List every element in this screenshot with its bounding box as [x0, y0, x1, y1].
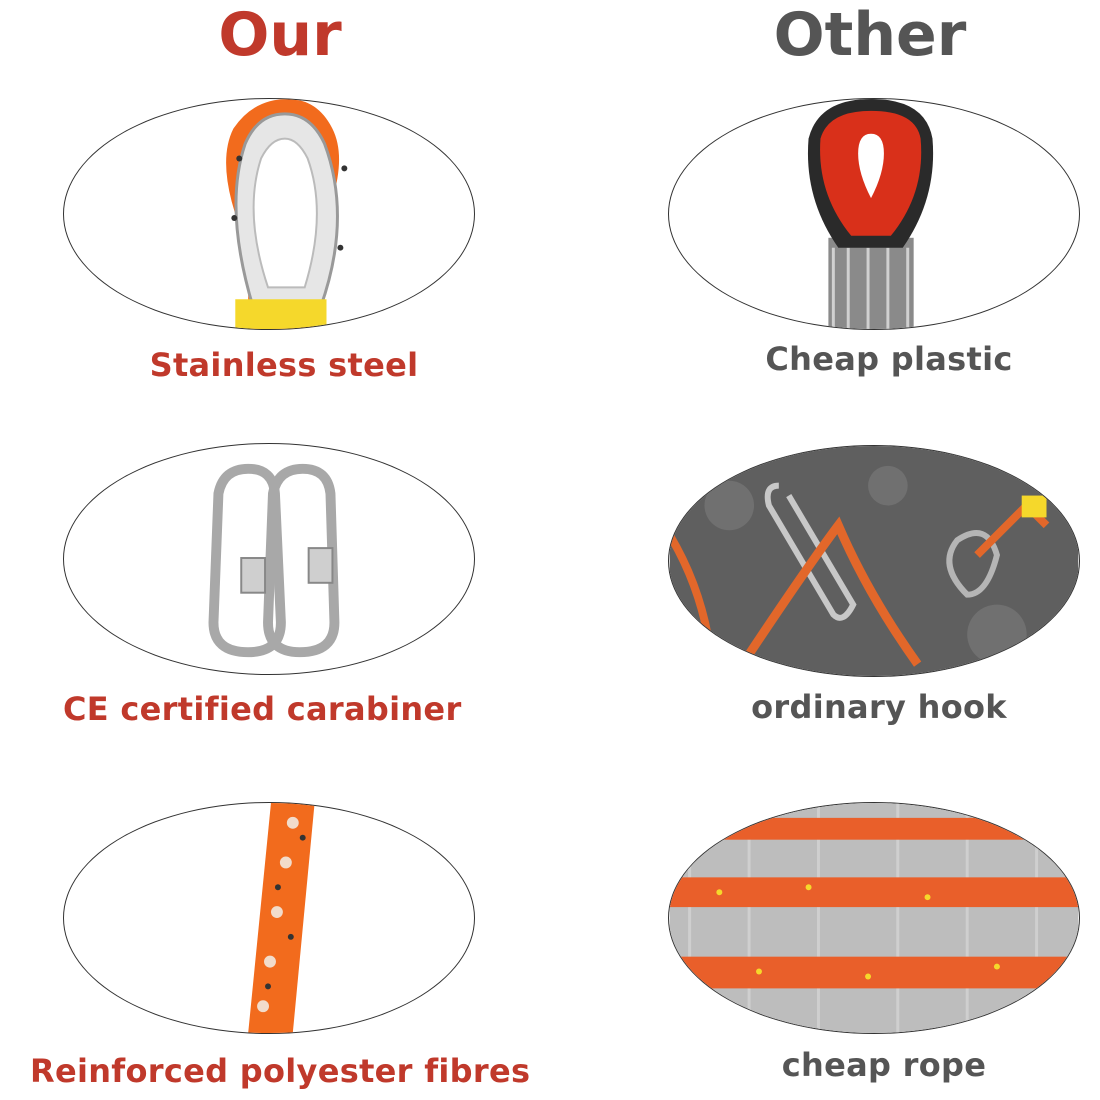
label-ce-carabiner: CE certified carabiner: [63, 690, 462, 728]
label-stainless-steel: Stainless steel: [149, 346, 419, 384]
oval-carabiner: [63, 443, 475, 675]
oval-ordinary-hook: [668, 445, 1080, 677]
heading-our: Our: [218, 0, 342, 70]
rope-fibre-icon: [248, 803, 315, 1033]
label-cheap-plastic: Cheap plastic: [765, 340, 1013, 378]
oval-polyester-fibres: [63, 802, 475, 1034]
oval-cheap-rope: [668, 802, 1080, 1034]
heading-other: Other: [773, 0, 967, 70]
oval-stainless-steel: [63, 98, 475, 330]
thimble-steel-icon: [226, 99, 348, 329]
label-cheap-rope: cheap rope: [781, 1046, 987, 1084]
carabiner-pair-icon: [208, 463, 340, 658]
oval-cheap-plastic: [668, 98, 1080, 330]
label-polyester-fibres: Reinforced polyester fibres: [30, 1052, 531, 1090]
cheap-rope-photo: [669, 803, 1079, 1033]
label-ordinary-hook: ordinary hook: [751, 688, 1007, 726]
ordinary-hook-photo: [669, 446, 1079, 676]
plastic-thimble-icon: [807, 99, 934, 329]
